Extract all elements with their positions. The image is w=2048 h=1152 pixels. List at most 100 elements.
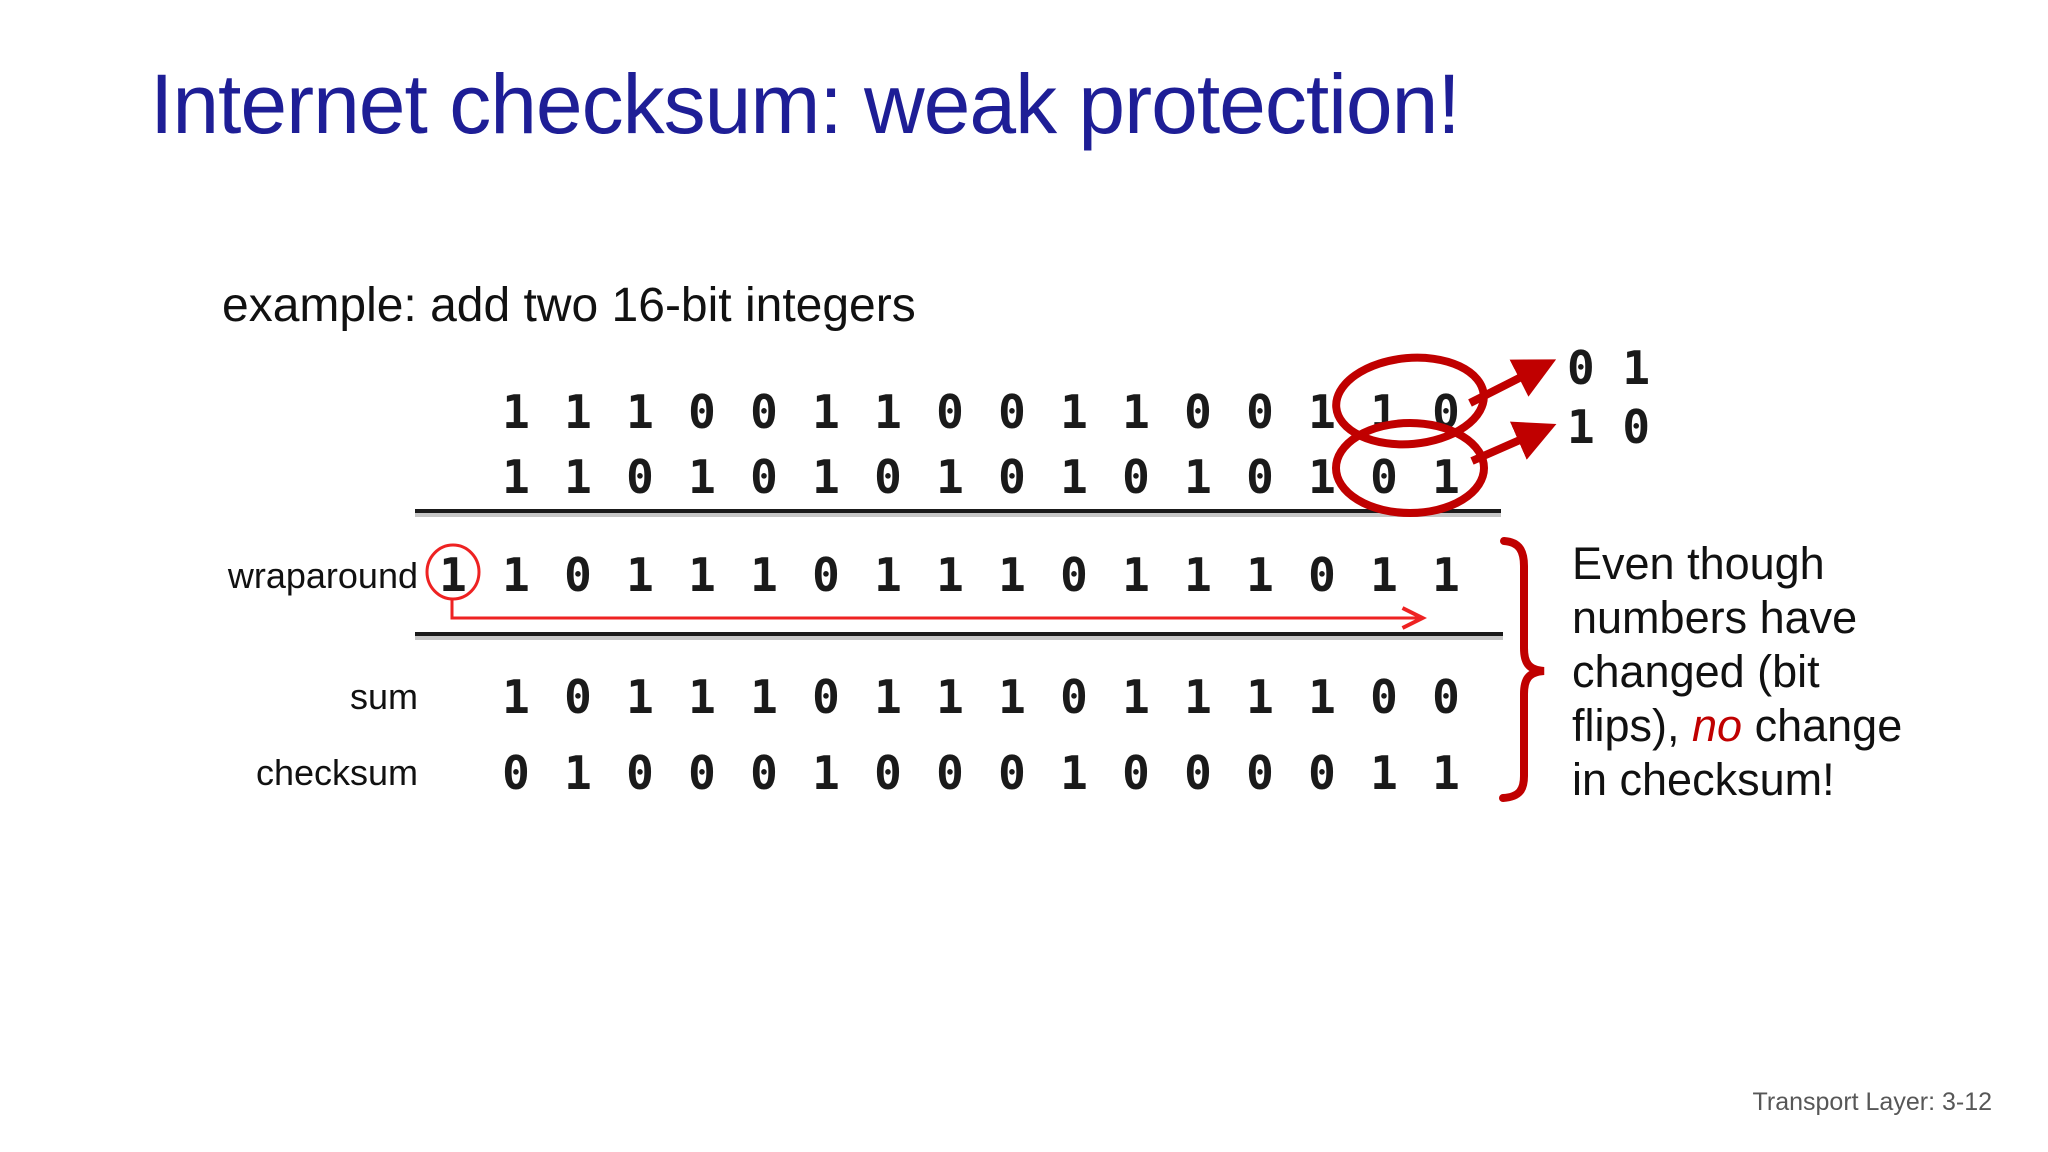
bit: 0 (812, 670, 840, 724)
annotation-brace (1499, 537, 1545, 802)
checksum-label: checksum (255, 752, 418, 793)
bit: 1 (874, 548, 902, 602)
addition-divider-line-1 (415, 509, 1501, 513)
bit: 1 (1370, 548, 1398, 602)
bit: 1 (812, 450, 840, 504)
bit: 1 (1370, 385, 1398, 439)
bit: 1 (688, 450, 716, 504)
bit: 1 (1184, 548, 1212, 602)
addition-divider-line-2 (415, 632, 1503, 636)
bit: 1 (1308, 450, 1336, 504)
bit: 0 (812, 548, 840, 602)
bit: 1 (1184, 450, 1212, 504)
bit: 0 (1060, 548, 1088, 602)
flipped-bits-row1: 0 1 (1567, 341, 1651, 395)
bit: 0 (688, 746, 716, 800)
bit: 1 (874, 670, 902, 724)
bit: 1 (1370, 746, 1398, 800)
bit: 0 (1246, 746, 1274, 800)
bit: 0 (998, 746, 1026, 800)
annotation-no-highlight: no (1692, 700, 1743, 751)
bit: 0 (1122, 450, 1150, 504)
bit: 1 (1308, 670, 1336, 724)
bit: 1 (1432, 548, 1460, 602)
wraparound-carry-bit: 1 (439, 548, 467, 602)
bit: 0 (688, 385, 716, 439)
bit: 1 (998, 670, 1026, 724)
bit: 1 (750, 670, 778, 724)
bit: 1 (564, 746, 592, 800)
annotation-line-4: flips), no change (1572, 699, 2042, 753)
example-label: example: add two 16-bit integers (222, 279, 916, 332)
bit: 1 (1432, 746, 1460, 800)
bit: 0 (998, 450, 1026, 504)
bit: 1 (1246, 670, 1274, 724)
annotation-line-1: Even though (1572, 538, 1825, 589)
bit: 1 (564, 385, 592, 439)
bit: 0 (1122, 746, 1150, 800)
bit: 1 (812, 746, 840, 800)
bit: 1 (1308, 385, 1336, 439)
bit: 1 (750, 548, 778, 602)
bit: 0 (1246, 385, 1274, 439)
bit: 1 (1122, 385, 1150, 439)
bit: 0 (1184, 385, 1212, 439)
bit: 1 (502, 548, 530, 602)
bit: 1 (502, 670, 530, 724)
bit: 1 (626, 670, 654, 724)
bitflip-arrow-row2 (1470, 421, 1557, 465)
bit: 1 (1432, 450, 1460, 504)
bit: 1 (1246, 548, 1274, 602)
annotation-line-4-before: flips), (1572, 700, 1693, 751)
bit: 0 (1246, 450, 1274, 504)
bit: 1 (688, 670, 716, 724)
wraparound-label: wraparound (227, 555, 418, 596)
slide-page-number: Transport Layer: 3-12 (1752, 1088, 1992, 1116)
bit: 0 (874, 450, 902, 504)
bit: 0 (750, 450, 778, 504)
bit: 0 (502, 746, 530, 800)
bit: 0 (1308, 548, 1336, 602)
bit: 1 (812, 385, 840, 439)
bit: 0 (750, 385, 778, 439)
annotation-line-4-after: change (1742, 700, 1903, 751)
bit: 1 (564, 450, 592, 504)
bit: 0 (998, 385, 1026, 439)
bit: 1 (502, 385, 530, 439)
bit: 1 (502, 450, 530, 504)
bit: 0 (626, 746, 654, 800)
annotation-text: Even though numbers have changed (bit fl… (1572, 537, 2042, 807)
bit: 1 (1122, 548, 1150, 602)
bit: 1 (688, 548, 716, 602)
bit: 1 (626, 548, 654, 602)
sum-label: sum (349, 676, 418, 717)
bit: 0 (874, 746, 902, 800)
annotation-line-5: in checksum! (1572, 754, 1835, 805)
annotation-line-3: changed (bit (1572, 646, 1820, 697)
bit: 1 (1060, 746, 1088, 800)
slide-title: Internet checksum: weak protection! (150, 57, 1461, 151)
flipped-bits-row2: 1 0 (1567, 400, 1651, 454)
bit: 0 (626, 450, 654, 504)
bit: 1 (936, 670, 964, 724)
bit: 0 (936, 385, 964, 439)
bit: 1 (936, 450, 964, 504)
bit: 1 (874, 385, 902, 439)
annotation-line-2: numbers have (1572, 592, 1858, 643)
bit: 0 (1060, 670, 1088, 724)
bit: 0 (750, 746, 778, 800)
bit: 1 (998, 548, 1026, 602)
bit: 1 (1184, 670, 1212, 724)
bit: 1 (626, 385, 654, 439)
bit: 0 (1432, 670, 1460, 724)
bit: 0 (936, 746, 964, 800)
bit: 1 (1060, 385, 1088, 439)
bit: 0 (1370, 450, 1398, 504)
bit: 0 (1184, 746, 1212, 800)
